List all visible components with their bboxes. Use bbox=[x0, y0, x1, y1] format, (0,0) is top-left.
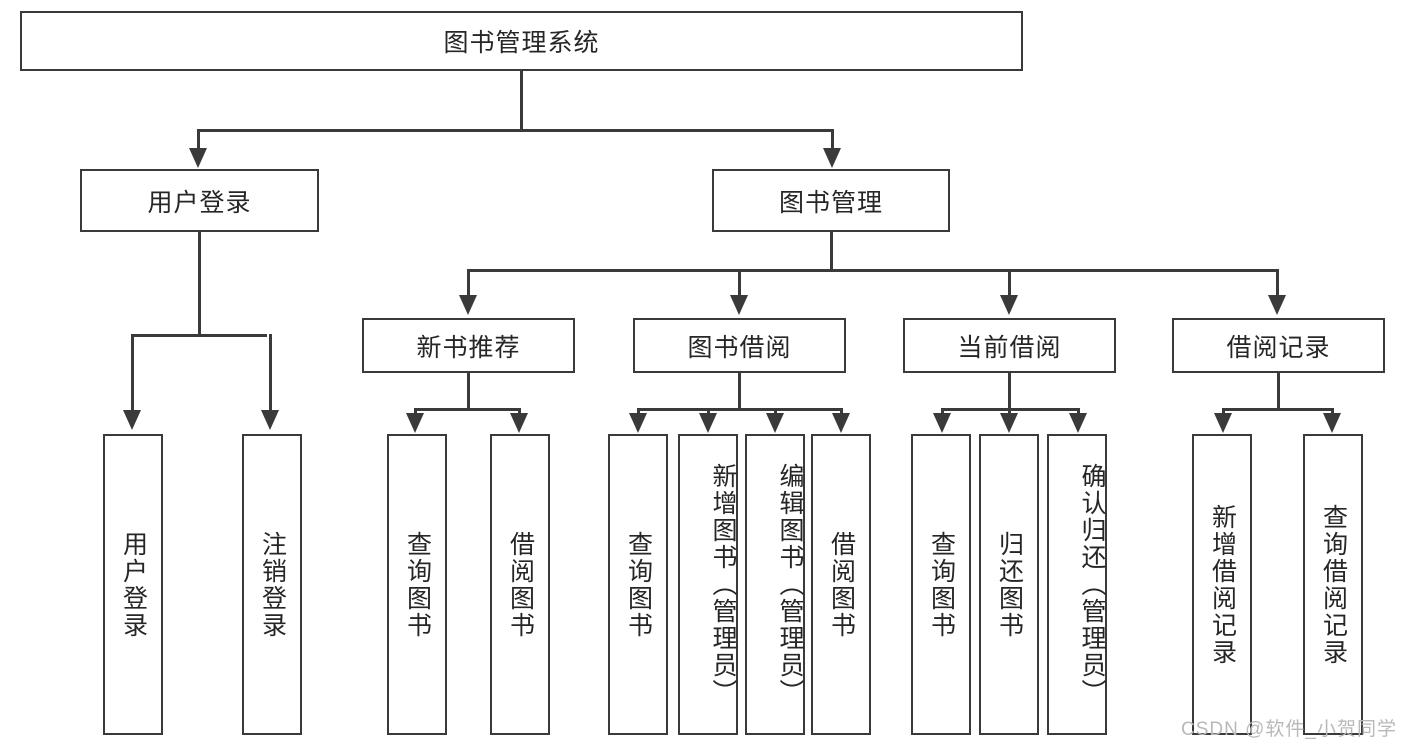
connector-newbook-bus bbox=[414, 408, 521, 411]
node-label: 注销登录 bbox=[258, 530, 287, 639]
leaf-re-query-record[interactable]: 查询借阅记录 bbox=[1303, 434, 1363, 735]
leaf-cu-query-book[interactable]: 查询图书 bbox=[911, 434, 971, 735]
arrowhead-newbook bbox=[459, 295, 477, 315]
node-label: 用户登录 bbox=[119, 530, 148, 639]
arrowhead-user-login bbox=[123, 410, 141, 430]
node-label: 确认归还（管理员） bbox=[1078, 463, 1106, 706]
arrowhead-bookmgmt bbox=[823, 148, 841, 168]
arrowhead-current bbox=[1000, 295, 1018, 315]
node-label: 当前借阅 bbox=[957, 333, 1062, 362]
arrowhead-cu-query bbox=[933, 413, 951, 433]
connector-login-drop-2 bbox=[269, 334, 272, 412]
node-label: 图书借阅 bbox=[687, 333, 792, 362]
connector-borrow-stem bbox=[738, 373, 741, 411]
connector-login-bus bbox=[131, 334, 267, 337]
arrowhead-nb-query bbox=[406, 413, 424, 433]
node-label: 用户登录 bbox=[147, 188, 252, 217]
node-borrow-record[interactable]: 借阅记录 bbox=[1172, 318, 1385, 373]
node-user-login[interactable]: 用户登录 bbox=[80, 169, 319, 232]
connector-login-drop-1 bbox=[131, 334, 134, 412]
arrowhead-bo-query bbox=[629, 413, 647, 433]
connector-current-drop-2 bbox=[1008, 408, 1011, 416]
connector-newbook-drop-1 bbox=[414, 408, 417, 416]
leaf-bo-edit-book[interactable]: 编辑图书（管理员） bbox=[745, 434, 805, 735]
node-label: 借阅图书 bbox=[827, 530, 856, 639]
connector-current-stem bbox=[1008, 373, 1011, 411]
node-label: 查询图书 bbox=[927, 530, 956, 639]
connector-record-stem bbox=[1277, 373, 1280, 411]
arrowhead-bo-edit bbox=[766, 413, 784, 433]
connector-borrow-bus bbox=[637, 408, 842, 411]
connector-record-bus bbox=[1222, 408, 1334, 411]
arrowhead-user-logout bbox=[261, 410, 279, 430]
node-label: 图书管理系统 bbox=[443, 29, 600, 57]
arrowhead-bo-add bbox=[699, 413, 717, 433]
node-label: 查询图书 bbox=[403, 530, 432, 639]
leaf-bo-borrow-book[interactable]: 借阅图书 bbox=[811, 434, 871, 735]
node-current-borrow[interactable]: 当前借阅 bbox=[903, 318, 1116, 373]
connector-login-stem bbox=[198, 232, 201, 337]
arrowhead-re-query bbox=[1323, 413, 1341, 433]
node-label: 编辑图书（管理员） bbox=[776, 463, 804, 706]
connector-level3-drop-1 bbox=[467, 269, 470, 297]
connector-borrow-drop-2 bbox=[707, 408, 710, 416]
connector-level3-drop-3 bbox=[1008, 269, 1011, 297]
connector-borrow-drop-3 bbox=[774, 408, 777, 416]
csdn-watermark: CSDN @软件_小贺同学 bbox=[1181, 719, 1397, 740]
node-label: 借阅记录 bbox=[1226, 333, 1331, 362]
node-label: 图书管理 bbox=[778, 188, 883, 217]
arrowhead-borrow bbox=[730, 295, 748, 315]
node-label: 新书推荐 bbox=[416, 333, 521, 362]
leaf-bo-add-book[interactable]: 新增图书（管理员） bbox=[678, 434, 738, 735]
node-label: 查询图书 bbox=[624, 530, 653, 639]
connector-level3-bus bbox=[467, 269, 1279, 272]
node-label: 借阅图书 bbox=[506, 530, 535, 639]
leaf-cu-confirm-return[interactable]: 确认归还（管理员） bbox=[1047, 434, 1107, 735]
arrowhead-bo-borrow bbox=[832, 413, 850, 433]
connector-record-drop-1 bbox=[1222, 408, 1225, 416]
connector-newbook-stem bbox=[467, 373, 470, 411]
connector-level2-drop-bookmgmt bbox=[831, 129, 834, 151]
node-book-management[interactable]: 图书管理 bbox=[712, 169, 950, 232]
leaf-re-add-record[interactable]: 新增借阅记录 bbox=[1192, 434, 1252, 735]
leaf-cu-return-book[interactable]: 归还图书 bbox=[979, 434, 1039, 735]
leaf-nb-borrow-book[interactable]: 借阅图书 bbox=[490, 434, 550, 735]
arrowhead-login bbox=[189, 148, 207, 168]
node-label: 新增借阅记录 bbox=[1208, 503, 1237, 666]
connector-level3-drop-4 bbox=[1276, 269, 1279, 297]
connector-bookmgmt-stem bbox=[830, 232, 833, 272]
connector-borrow-drop-4 bbox=[840, 408, 843, 416]
node-label: 归还图书 bbox=[995, 530, 1024, 639]
arrowhead-re-add bbox=[1214, 413, 1232, 433]
connector-root-stem bbox=[520, 71, 523, 131]
connector-current-drop-3 bbox=[1077, 408, 1080, 416]
connector-record-drop-2 bbox=[1331, 408, 1334, 416]
leaf-user-logout[interactable]: 注销登录 bbox=[242, 434, 302, 735]
arrowhead-cu-return bbox=[1000, 413, 1018, 433]
node-new-book-recommend[interactable]: 新书推荐 bbox=[362, 318, 575, 373]
leaf-bo-query-book[interactable]: 查询图书 bbox=[608, 434, 668, 735]
node-root[interactable]: 图书管理系统 bbox=[20, 11, 1023, 71]
connector-level2-drop-login bbox=[197, 129, 200, 151]
node-label: 查询借阅记录 bbox=[1319, 503, 1348, 666]
leaf-nb-query-book[interactable]: 查询图书 bbox=[387, 434, 447, 735]
arrowhead-cu-confirm bbox=[1069, 413, 1087, 433]
connector-level3-drop-2 bbox=[738, 269, 741, 297]
leaf-user-login[interactable]: 用户登录 bbox=[103, 434, 163, 735]
node-book-borrow[interactable]: 图书借阅 bbox=[633, 318, 846, 373]
connector-current-drop-1 bbox=[941, 408, 944, 416]
arrowhead-nb-borrow bbox=[510, 413, 528, 433]
arrowhead-record bbox=[1268, 295, 1286, 315]
connector-borrow-drop-1 bbox=[637, 408, 640, 416]
node-label: 新增图书（管理员） bbox=[709, 463, 737, 706]
connector-newbook-drop-2 bbox=[518, 408, 521, 416]
connector-level2-bus bbox=[197, 129, 834, 132]
